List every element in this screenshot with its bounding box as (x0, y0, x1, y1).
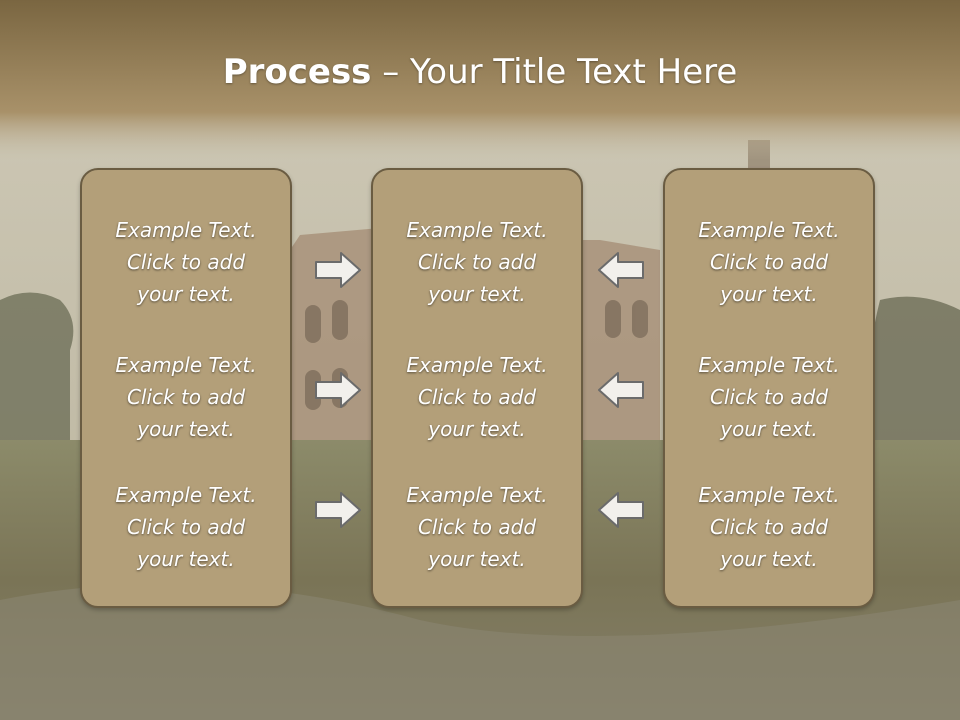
text-item[interactable]: Example Text. Click to add your text. (82, 214, 290, 310)
text-line: Example Text. (406, 483, 548, 507)
text-item[interactable]: Example Text. Click to add your text. (665, 479, 873, 575)
text-line: your text. (428, 417, 526, 441)
text-line: Click to add (417, 515, 537, 539)
text-line: your text. (428, 547, 526, 571)
text-line: Example Text. (698, 353, 840, 377)
text-line: Example Text. (115, 218, 257, 242)
title-bold: Process (222, 52, 372, 92)
text-line: Click to add (417, 385, 537, 409)
text-line: your text. (137, 417, 235, 441)
text-line: Example Text. (406, 353, 548, 377)
text-line: Example Text. (115, 353, 257, 377)
text-line: Example Text. (115, 483, 257, 507)
arrow-left-icon (598, 372, 644, 408)
text-line: your text. (720, 547, 818, 571)
title-rest: – Your Title Text Here (371, 52, 738, 92)
text-line: your text. (137, 282, 235, 306)
text-item[interactable]: Example Text. Click to add your text. (373, 479, 581, 575)
text-line: Example Text. (698, 483, 840, 507)
text-item[interactable]: Example Text. Click to add your text. (665, 214, 873, 310)
text-line: Example Text. (406, 218, 548, 242)
text-line: Click to add (126, 385, 246, 409)
text-item[interactable]: Example Text. Click to add your text. (373, 349, 581, 445)
text-line: Click to add (126, 515, 246, 539)
arrow-left-icon (598, 252, 644, 288)
text-line: your text. (720, 282, 818, 306)
text-line: Click to add (709, 385, 829, 409)
slide-title[interactable]: Process – Your Title Text Here (0, 52, 960, 92)
arrow-right-icon (315, 492, 361, 528)
text-item[interactable]: Example Text. Click to add your text. (82, 479, 290, 575)
text-line: Example Text. (698, 218, 840, 242)
arrow-right-icon (315, 252, 361, 288)
panel-right[interactable]: Example Text. Click to add your text. Ex… (663, 168, 875, 608)
text-item[interactable]: Example Text. Click to add your text. (82, 349, 290, 445)
text-line: Click to add (417, 250, 537, 274)
text-item[interactable]: Example Text. Click to add your text. (665, 349, 873, 445)
arrow-right-icon (315, 372, 361, 408)
text-line: Click to add (709, 250, 829, 274)
text-line: your text. (428, 282, 526, 306)
panel-left[interactable]: Example Text. Click to add your text. Ex… (80, 168, 292, 608)
text-line: Click to add (126, 250, 246, 274)
text-line: your text. (720, 417, 818, 441)
text-line: Click to add (709, 515, 829, 539)
text-item[interactable]: Example Text. Click to add your text. (373, 214, 581, 310)
panel-center[interactable]: Example Text. Click to add your text. Ex… (371, 168, 583, 608)
text-line: your text. (137, 547, 235, 571)
arrow-left-icon (598, 492, 644, 528)
